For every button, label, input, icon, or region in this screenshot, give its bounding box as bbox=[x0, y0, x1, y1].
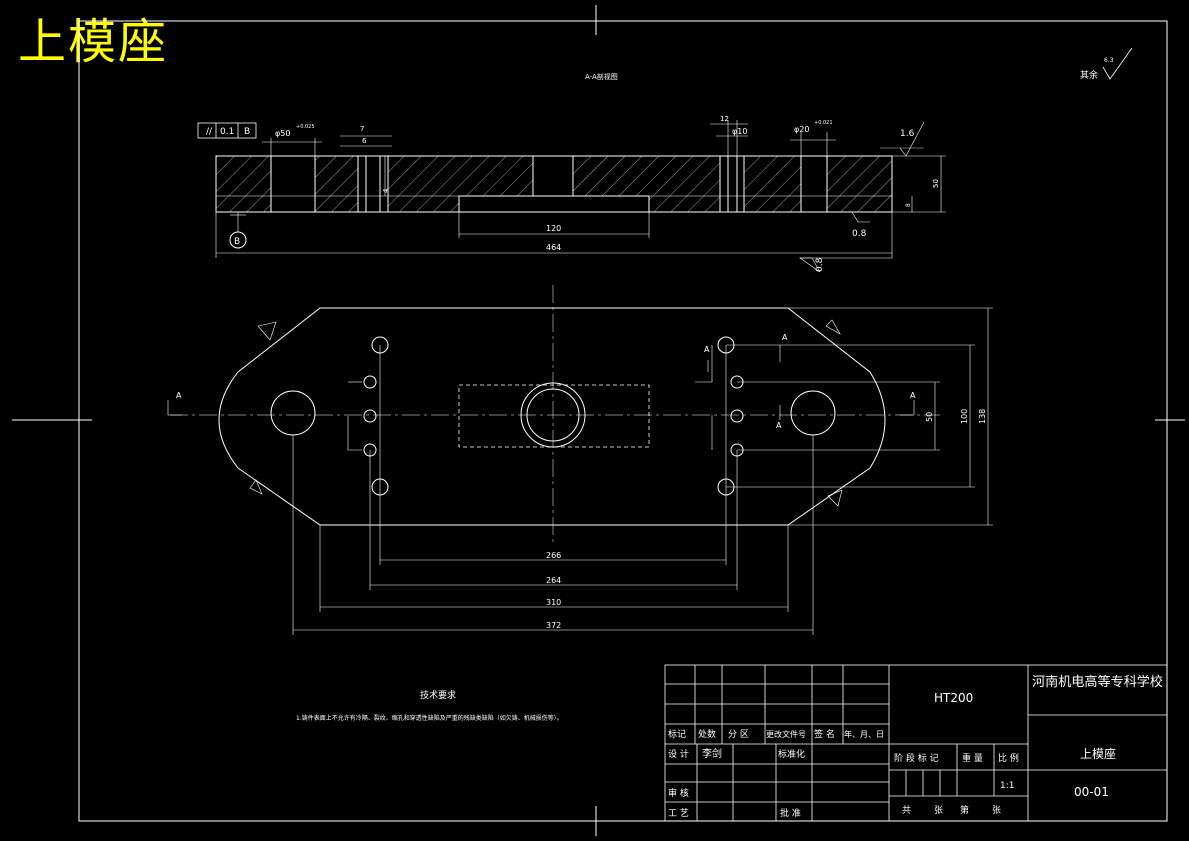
section-mark-a3: A bbox=[704, 345, 710, 354]
dim-12: 12 bbox=[720, 115, 729, 123]
tb-date: 年、月、日 bbox=[844, 729, 884, 739]
tb-school: 河南机电高等专科学校 bbox=[1032, 674, 1163, 690]
dim-phi20-tol: +0.021 bbox=[814, 120, 833, 126]
rough-bottom: 0.8 bbox=[852, 229, 867, 239]
roughness-default bbox=[1102, 47, 1133, 80]
tb-scale: 1:1 bbox=[1000, 781, 1014, 791]
tb-weight: 重 量 bbox=[962, 752, 983, 764]
section-view-label: A-A剖视图 bbox=[585, 72, 618, 81]
tb-change-doc: 更改文件号 bbox=[766, 729, 806, 739]
dim-phi20: φ20 bbox=[794, 125, 809, 134]
dim-height-8: 8 bbox=[905, 203, 912, 207]
frame bbox=[12, 5, 1185, 836]
tb-sheet-unit: 张 bbox=[992, 805, 1001, 816]
hole-right-large bbox=[790, 390, 836, 436]
dim-266: 266 bbox=[546, 551, 561, 560]
tb-total: 共 bbox=[902, 805, 911, 816]
tech-req-line1: 1.铸件表面上不允许有冷隔、裂纹、缩孔和穿透性缺陷及严重的残缺类缺陷（如欠铸、机… bbox=[296, 714, 563, 722]
tb-count: 处数 bbox=[698, 728, 716, 740]
dim-6: 6 bbox=[362, 137, 367, 145]
tb-design: 设 计 bbox=[668, 748, 689, 760]
gtol-frame bbox=[197, 122, 257, 139]
dim-310: 310 bbox=[546, 598, 561, 607]
section-mark-left: A bbox=[176, 391, 182, 400]
gtol-symbol: // bbox=[206, 127, 213, 137]
rough-top: 1.6 bbox=[900, 129, 915, 139]
dim-phi50-tol: +0.025 bbox=[296, 124, 315, 130]
datum-b-circle bbox=[229, 231, 247, 249]
plan-view bbox=[170, 285, 940, 545]
tb-standard: 标准化 bbox=[778, 748, 805, 760]
plan-dims bbox=[167, 307, 993, 635]
dim-width-464: 464 bbox=[546, 243, 561, 252]
dim-50: 50 bbox=[925, 412, 934, 422]
tech-req-heading: 技术要求 bbox=[420, 689, 456, 701]
dim-height-50: 50 bbox=[932, 179, 940, 188]
dim-100: 100 bbox=[960, 409, 969, 424]
tb-page: 第 bbox=[960, 804, 969, 816]
dim-138: 138 bbox=[978, 409, 987, 424]
tb-designer: 李剑 bbox=[702, 747, 722, 760]
bottom-recess bbox=[458, 195, 650, 213]
bore-phi20 bbox=[800, 155, 828, 213]
inner-border bbox=[78, 20, 1168, 822]
tb-sign: 签 名 bbox=[814, 728, 835, 740]
bore-phi50 bbox=[270, 155, 316, 213]
title-block bbox=[664, 664, 1168, 822]
tb-zone: 分 区 bbox=[728, 729, 749, 740]
counterbore-right bbox=[719, 155, 745, 213]
drawing-title: 上模座 bbox=[18, 14, 169, 70]
rough-side: 0.8 bbox=[815, 257, 825, 272]
datum-b-label: B bbox=[234, 237, 240, 247]
dim-4: 4 bbox=[382, 188, 390, 193]
section-view bbox=[215, 155, 893, 213]
tb-review: 审 核 bbox=[668, 787, 689, 799]
tb-approve: 批 准 bbox=[780, 807, 801, 819]
gtol-datum: B bbox=[244, 127, 250, 137]
hole-left-large bbox=[270, 390, 316, 436]
tb-ratio: 比 例 bbox=[998, 752, 1019, 764]
dim-264: 264 bbox=[546, 576, 561, 585]
tb-part-name: 上模座 bbox=[1080, 746, 1116, 761]
tb-sheets: 张 bbox=[934, 805, 943, 816]
roughness-default-label: 其余 bbox=[1080, 69, 1098, 81]
tb-stage: 阶 段 标 记 bbox=[894, 752, 939, 764]
tb-mark: 标记 bbox=[668, 728, 686, 740]
dim-372: 372 bbox=[546, 621, 561, 630]
section-mark-right: A bbox=[910, 391, 916, 400]
roughness-default-value: 6.3 bbox=[1104, 57, 1114, 64]
tb-material: HT200 bbox=[934, 691, 973, 705]
tb-drawing-no: 00-01 bbox=[1074, 785, 1109, 799]
tb-process: 工 艺 bbox=[668, 808, 689, 819]
hidden-recess bbox=[458, 384, 650, 448]
section-mark-a4: A bbox=[782, 333, 788, 342]
center-slot bbox=[532, 155, 574, 197]
gtol-value: 0.1 bbox=[220, 127, 234, 137]
dim-phi10: φ10 bbox=[732, 127, 747, 136]
counterbore-left bbox=[357, 155, 389, 213]
section-mark-a5: A bbox=[776, 421, 782, 430]
dim-7: 7 bbox=[360, 125, 364, 133]
dim-width-120: 120 bbox=[546, 224, 561, 233]
dim-phi50: φ50 bbox=[275, 129, 290, 138]
section-dims bbox=[215, 120, 946, 273]
